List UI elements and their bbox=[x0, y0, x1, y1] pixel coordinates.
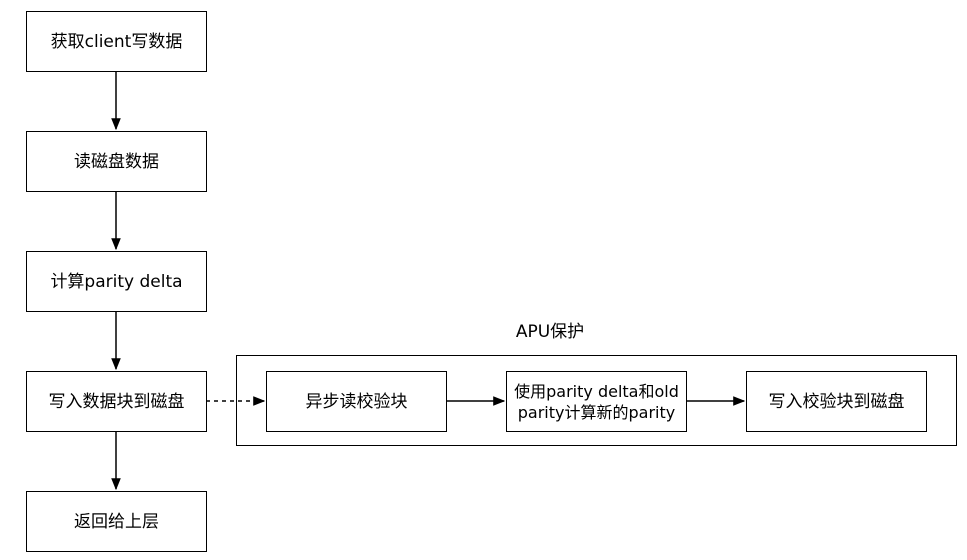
apu-step-1-label: 异步读校验块 bbox=[305, 391, 408, 412]
flow-step-return-upper: 返回给上层 bbox=[26, 491, 207, 552]
apu-step-async-read-parity: 异步读校验块 bbox=[266, 371, 447, 432]
flow-step-3-label: 计算parity delta bbox=[50, 271, 183, 292]
apu-group-title: APU保护 bbox=[515, 322, 585, 342]
apu-group-container bbox=[236, 355, 957, 446]
flow-step-read-disk: 读磁盘数据 bbox=[26, 131, 207, 192]
flow-step-get-client-write: 获取client写数据 bbox=[26, 11, 207, 72]
flow-step-2-label: 读磁盘数据 bbox=[74, 151, 159, 172]
apu-step-2-label-line2: parity计算新的parity bbox=[517, 402, 676, 422]
flow-step-4-label: 写入数据块到磁盘 bbox=[48, 391, 185, 412]
apu-step-write-parity-block: 写入校验块到磁盘 bbox=[746, 371, 927, 432]
flow-step-1-label: 获取client写数据 bbox=[50, 31, 183, 52]
flow-step-5-label: 返回给上层 bbox=[74, 511, 159, 532]
apu-step-compute-new-parity: 使用parity delta和old parity计算新的parity bbox=[506, 371, 687, 432]
apu-step-3-label: 写入校验块到磁盘 bbox=[768, 391, 905, 412]
apu-step-2-label-line1: 使用parity delta和old bbox=[514, 381, 679, 401]
flow-step-write-data-block: 写入数据块到磁盘 bbox=[26, 371, 207, 432]
flow-step-compute-parity-delta: 计算parity delta bbox=[26, 251, 207, 312]
